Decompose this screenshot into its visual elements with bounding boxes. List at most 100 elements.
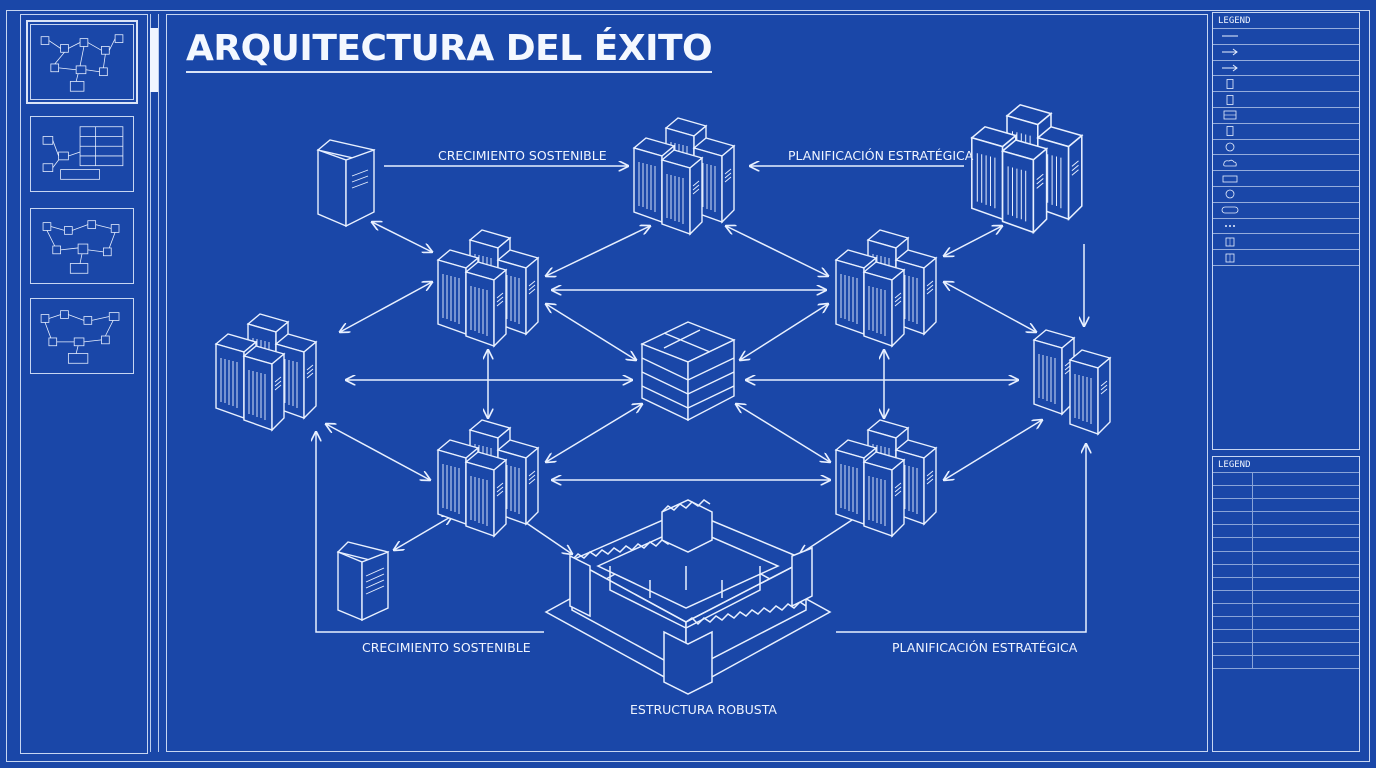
- arrow-connector: [394, 516, 452, 550]
- label-estructura-robusta: ESTRUCTURA ROBUSTA: [630, 702, 777, 717]
- legend-row: [1213, 92, 1359, 108]
- legend-table-row: [1213, 564, 1359, 578]
- legend-table-row: [1213, 656, 1359, 670]
- legend-table-row: [1213, 551, 1359, 565]
- legend-list: [1213, 28, 1359, 266]
- legend-row: [1213, 250, 1359, 266]
- thumbnail-2[interactable]: [30, 116, 134, 192]
- arrow-connector: [546, 226, 650, 276]
- left-thumbnail-panel: [20, 14, 148, 754]
- legend-table-row: [1213, 538, 1359, 552]
- fortress-icon: [544, 499, 832, 695]
- arrow-connector: [944, 282, 1036, 332]
- label-crecimiento-top: CRECIMIENTO SOSTENIBLE: [438, 148, 607, 163]
- circle-icon: [1213, 189, 1247, 199]
- server-cluster-icon: [972, 105, 1082, 233]
- storage-block-icon: [640, 321, 736, 422]
- label-planificacion-bottom: PLANIFICACIÓN ESTRATÉGICA: [892, 640, 1078, 655]
- legend-table-row: [1213, 499, 1359, 513]
- server-cluster-icon: [634, 118, 734, 234]
- circle-icon: [1213, 142, 1247, 152]
- legend-panel-top: [1212, 12, 1360, 450]
- legend-table-code: [1213, 538, 1253, 551]
- arrow-connector: [340, 282, 432, 332]
- divider-line: [158, 14, 159, 752]
- arrow-connector: [736, 404, 830, 462]
- arrow-right-icon: [1213, 47, 1247, 57]
- legend-table-code: [1213, 656, 1253, 669]
- legend-table-code: [1213, 512, 1253, 525]
- server-cluster-icon: [438, 230, 538, 346]
- legend-row: [1213, 234, 1359, 251]
- label-planificacion-top: PLANIFICACIÓN ESTRATÉGICA: [788, 148, 974, 163]
- legend-row: [1213, 219, 1359, 235]
- legend-row: [1213, 140, 1359, 156]
- legend-table-code: [1213, 577, 1253, 590]
- outer-frame: [6, 10, 1370, 762]
- arrow-connector: [944, 226, 1002, 256]
- arrow-connector: [326, 424, 430, 480]
- arrow-connector: [546, 304, 636, 360]
- legend-row: [1213, 155, 1359, 172]
- pill-icon: [1213, 205, 1247, 215]
- scrollbar-thumb[interactable]: [150, 28, 158, 92]
- dots-icon: [1213, 221, 1247, 231]
- label-crecimiento-bottom: CRECIMIENTO SOSTENIBLE: [362, 640, 531, 655]
- divider-line: [150, 14, 151, 752]
- legend-row: [1213, 171, 1359, 187]
- legend-row: [1213, 203, 1359, 219]
- server-cluster-icon: [836, 420, 936, 536]
- thumbnail-3[interactable]: [30, 208, 134, 284]
- server-icon: [316, 139, 376, 228]
- legend-table-row: [1213, 603, 1359, 618]
- thumbnail-diagram-icon: [42, 220, 120, 274]
- thumbnail-1[interactable]: [26, 20, 138, 104]
- server-icon: [1213, 94, 1247, 105]
- legend-row: [1213, 61, 1359, 77]
- legend-row: [1213, 108, 1359, 124]
- server-cluster-icon: [216, 314, 316, 430]
- legend-table-code: [1213, 525, 1253, 538]
- thumbnail-diagram-icon: [42, 126, 124, 180]
- legend-row: [1213, 187, 1359, 203]
- legend-row: [1213, 29, 1359, 45]
- server-icon: [336, 541, 390, 622]
- arrow-connector: [726, 226, 828, 276]
- thumbnail-diagram-icon: [40, 310, 120, 364]
- legend-table-code: [1213, 564, 1253, 577]
- legend-table-row: [1213, 577, 1359, 591]
- arrow-connector: [316, 432, 544, 633]
- box-icon: [1213, 174, 1247, 184]
- legend-table-row: [1213, 630, 1359, 644]
- legend-table-code: [1213, 617, 1253, 630]
- legend-table-row: [1213, 590, 1359, 604]
- legend-table-code: [1213, 590, 1253, 603]
- arrow-connector: [372, 222, 432, 252]
- legend-title: LEGEND: [1218, 16, 1251, 26]
- arrow-connector: [521, 519, 572, 554]
- line-icon: [1213, 31, 1247, 41]
- legend-table-row: [1213, 525, 1359, 539]
- grid-icon: [1213, 237, 1247, 247]
- legend-table-code: [1213, 603, 1253, 617]
- legend-table-row: [1213, 486, 1359, 500]
- rack-icon: [1213, 110, 1247, 120]
- legend-table-row: [1213, 617, 1359, 631]
- cloud-icon: [1213, 158, 1247, 168]
- server-icon: [1213, 126, 1247, 137]
- legend-table-code: [1213, 551, 1253, 564]
- legend-table-row: [1213, 473, 1359, 487]
- thumbnail-4[interactable]: [30, 298, 134, 374]
- main-canvas: [166, 14, 1208, 752]
- server-cluster-icon: [1033, 329, 1111, 435]
- legend-row: [1213, 45, 1359, 61]
- server-cluster-icon: [836, 230, 936, 346]
- server-icon: [1213, 78, 1247, 89]
- page-title: ARQUITECTURA DEL ÉXITO: [186, 28, 713, 73]
- thumbnail-diagram-icon: [40, 34, 124, 92]
- legend-table: [1213, 472, 1359, 670]
- grid-icon: [1213, 253, 1247, 263]
- arrow-connector: [546, 404, 642, 462]
- arrow-connector: [944, 420, 1042, 480]
- legend-row: [1213, 124, 1359, 140]
